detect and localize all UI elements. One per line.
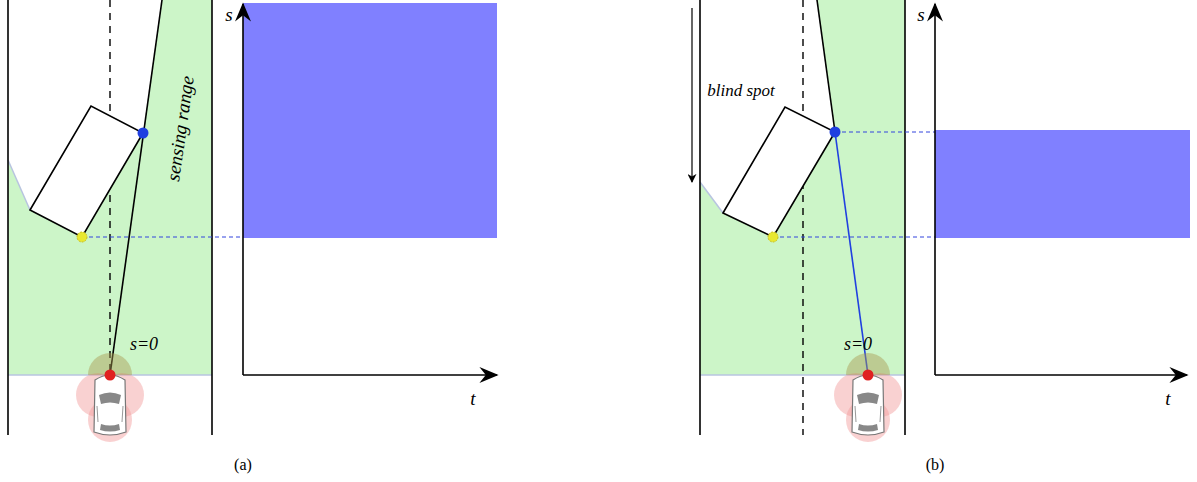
axis-label: t	[470, 389, 475, 408]
t-axis	[243, 374, 497, 376]
panel-caption: (b)	[926, 457, 945, 473]
sensing-border	[8, 160, 30, 210]
axis-label: s	[917, 5, 924, 24]
road-edge	[7, 0, 9, 435]
road-edge	[904, 0, 906, 435]
visible-corner	[830, 127, 841, 138]
origin-label: s=0	[844, 335, 872, 353]
t-axis	[935, 374, 1187, 376]
sensing-border	[700, 182, 723, 213]
visible-corner	[138, 128, 149, 139]
panel-caption: (a)	[234, 457, 252, 473]
s-axis	[242, 4, 244, 375]
axis-label: t	[1165, 389, 1170, 408]
occupied-region	[243, 3, 497, 238]
projection-line	[773, 237, 935, 238]
ego-car	[76, 353, 144, 442]
projection-line	[835, 132, 935, 133]
road-edge	[211, 0, 213, 435]
region-label: blind spot	[707, 82, 775, 99]
blind-spot-arrow	[691, 8, 692, 182]
ego-car	[834, 353, 902, 442]
sight-line	[110, 0, 162, 375]
origin-label: s=0	[130, 335, 158, 353]
sight-line	[817, 0, 835, 132]
region-label: sensing range	[163, 74, 197, 182]
road-edge	[699, 0, 701, 435]
panel-a	[8, 0, 497, 442]
panel-b	[692, 0, 1190, 442]
occupied-region	[935, 130, 1190, 238]
axis-label: s	[225, 5, 232, 24]
occluded-corner	[768, 232, 778, 242]
obstacle-vehicle	[723, 107, 835, 237]
s-axis	[934, 4, 936, 375]
projection-line	[82, 237, 243, 238]
occluded-corner	[77, 232, 87, 242]
obstacle-vehicle	[30, 106, 143, 237]
lane-divider	[802, 0, 803, 435]
